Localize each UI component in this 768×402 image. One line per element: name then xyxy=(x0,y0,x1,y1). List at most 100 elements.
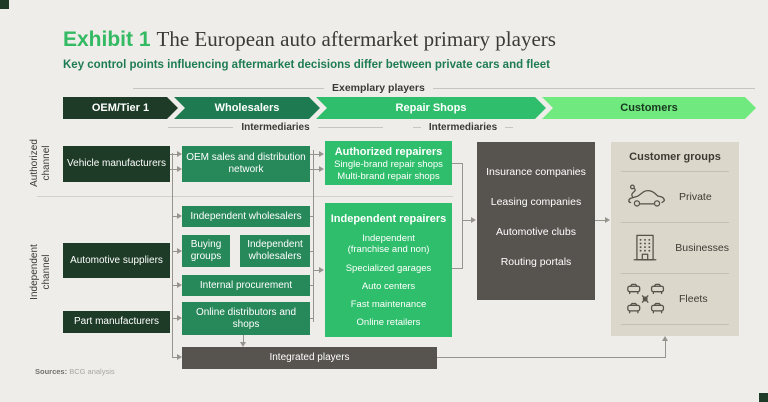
building-icon xyxy=(621,233,669,263)
box-internal-procurement: Internal procurement xyxy=(182,275,310,296)
box-authorized-repairers: Authorized repairers Single-brand repair… xyxy=(325,141,452,185)
box-independent-repairers: Independent repairers Independent (franc… xyxy=(325,203,452,337)
connector xyxy=(310,154,320,155)
stage-wholesalers: Wholesalers xyxy=(174,97,320,119)
divider-line xyxy=(317,127,383,128)
connector xyxy=(170,154,178,155)
customer-row-label: Businesses xyxy=(675,242,729,254)
connector-bracket xyxy=(462,163,463,269)
connector xyxy=(313,270,320,271)
connector xyxy=(310,251,314,252)
independent-repairers-item: Independent (franchise and non) xyxy=(347,233,430,255)
connector xyxy=(243,335,244,343)
stage-label: Customers xyxy=(620,102,678,114)
authorized-repairers-item: Single-brand repair shops xyxy=(334,159,443,170)
arrow-right-icon xyxy=(177,315,182,321)
divider-line xyxy=(505,127,513,128)
corner-mark-bottom-right xyxy=(759,393,768,402)
arrow-right-icon xyxy=(177,166,182,172)
authorized-repairers-item: Multi-brand repair shops xyxy=(337,170,440,182)
sources-label: Sources: xyxy=(35,367,68,376)
customer-row-private: Private xyxy=(621,172,729,223)
box-part-manufacturers: Part manufacturers xyxy=(63,311,170,333)
divider-line xyxy=(168,127,234,128)
connector xyxy=(310,169,320,170)
box-vehicle-manufacturers: Vehicle manufacturers xyxy=(63,146,170,182)
connector xyxy=(665,341,666,358)
arrow-right-icon xyxy=(319,267,324,273)
independent-repairers-item: Specialized garages xyxy=(345,262,432,274)
sources-text: BCG analysis xyxy=(69,367,115,376)
box-online-distributors: Online distributors and shops xyxy=(182,302,310,335)
exhibit-label: Exhibit 1 xyxy=(63,28,151,51)
intermediaries-heading-2: Intermediaries xyxy=(413,122,513,133)
independent-repairers-title: Independent repairers xyxy=(330,213,447,225)
customer-row-businesses: Businesses xyxy=(621,223,729,274)
car-icon xyxy=(621,182,673,212)
box-intermediaries: Insurance companies Leasing companies Au… xyxy=(477,142,595,300)
arrow-right-icon xyxy=(471,217,476,223)
connector xyxy=(172,318,178,319)
page-title: The European auto aftermarket primary pl… xyxy=(156,27,556,51)
connector xyxy=(462,220,472,221)
intermediary-item: Routing portals xyxy=(500,256,572,268)
stage-customers: Customers xyxy=(542,97,756,119)
connector xyxy=(172,216,178,217)
independent-repairers-item: Online retailers xyxy=(356,316,421,328)
box-independent-wholesalers: Independent wholesalers xyxy=(182,206,310,227)
intermediaries-label-1: Intermediaries xyxy=(241,122,310,133)
stage-oem-tier1: OEM/Tier 1 xyxy=(63,97,178,119)
connector-middle-rail xyxy=(313,150,314,322)
divider-line xyxy=(133,87,324,89)
exemplary-players-heading: Exemplary players xyxy=(133,82,755,94)
arrow-down-icon xyxy=(240,342,246,347)
connector xyxy=(595,220,606,221)
connector xyxy=(170,169,178,170)
connector xyxy=(452,268,462,269)
stage-label: OEM/Tier 1 xyxy=(91,102,150,114)
customer-row-label: Private xyxy=(679,191,712,203)
customer-row-label: Fleets xyxy=(679,293,708,305)
arrow-right-icon xyxy=(319,166,324,172)
connector-left-rail xyxy=(172,153,173,358)
stage-label: Repair Shops xyxy=(395,102,467,114)
box-oem-sales-network: OEM sales and distribution network xyxy=(182,146,310,182)
connector xyxy=(310,318,314,319)
corner-mark-top-left xyxy=(0,0,9,9)
box-automotive-suppliers: Automotive suppliers xyxy=(63,243,170,278)
connector xyxy=(437,357,665,358)
connector xyxy=(310,216,314,217)
sources-note: Sources: BCG analysis xyxy=(35,367,115,376)
arrow-right-icon xyxy=(605,217,610,223)
intermediaries-label-2: Intermediaries xyxy=(428,122,498,133)
arrow-right-icon xyxy=(177,213,182,219)
independent-repairers-item: Auto centers xyxy=(361,280,416,292)
box-integrated-players: Integrated players xyxy=(182,347,437,369)
stage-repair-shops: Repair Shops xyxy=(316,97,546,119)
intermediaries-heading-1: Intermediaries xyxy=(168,122,383,133)
box-buying-groups: Buying groups xyxy=(182,235,230,267)
arrow-right-icon xyxy=(177,282,182,288)
arrow-right-icon xyxy=(319,151,324,157)
connector xyxy=(172,285,178,286)
arrow-right-icon xyxy=(177,248,182,254)
intermediary-item: Leasing companies xyxy=(490,196,582,208)
divider-line xyxy=(413,127,421,128)
box-customer-groups: Customer groups Private xyxy=(611,142,739,336)
intermediary-item: Automotive clubs xyxy=(496,226,576,238)
arrow-up-icon xyxy=(662,336,668,341)
arrow-right-icon xyxy=(177,151,182,157)
intermediary-item: Insurance companies xyxy=(486,166,586,178)
independent-repairers-item: Fast maintenance xyxy=(350,298,427,310)
box-independent-wholesalers-small: Independent wholesalers xyxy=(240,235,310,267)
connector xyxy=(310,285,314,286)
arrow-right-icon xyxy=(177,354,182,360)
customer-groups-title: Customer groups xyxy=(621,142,729,172)
connector xyxy=(452,163,462,164)
exemplary-players-label: Exemplary players xyxy=(332,82,425,94)
divider-line xyxy=(432,87,755,89)
stage-label: Wholesalers xyxy=(214,102,280,114)
fleet-icon xyxy=(621,283,673,315)
